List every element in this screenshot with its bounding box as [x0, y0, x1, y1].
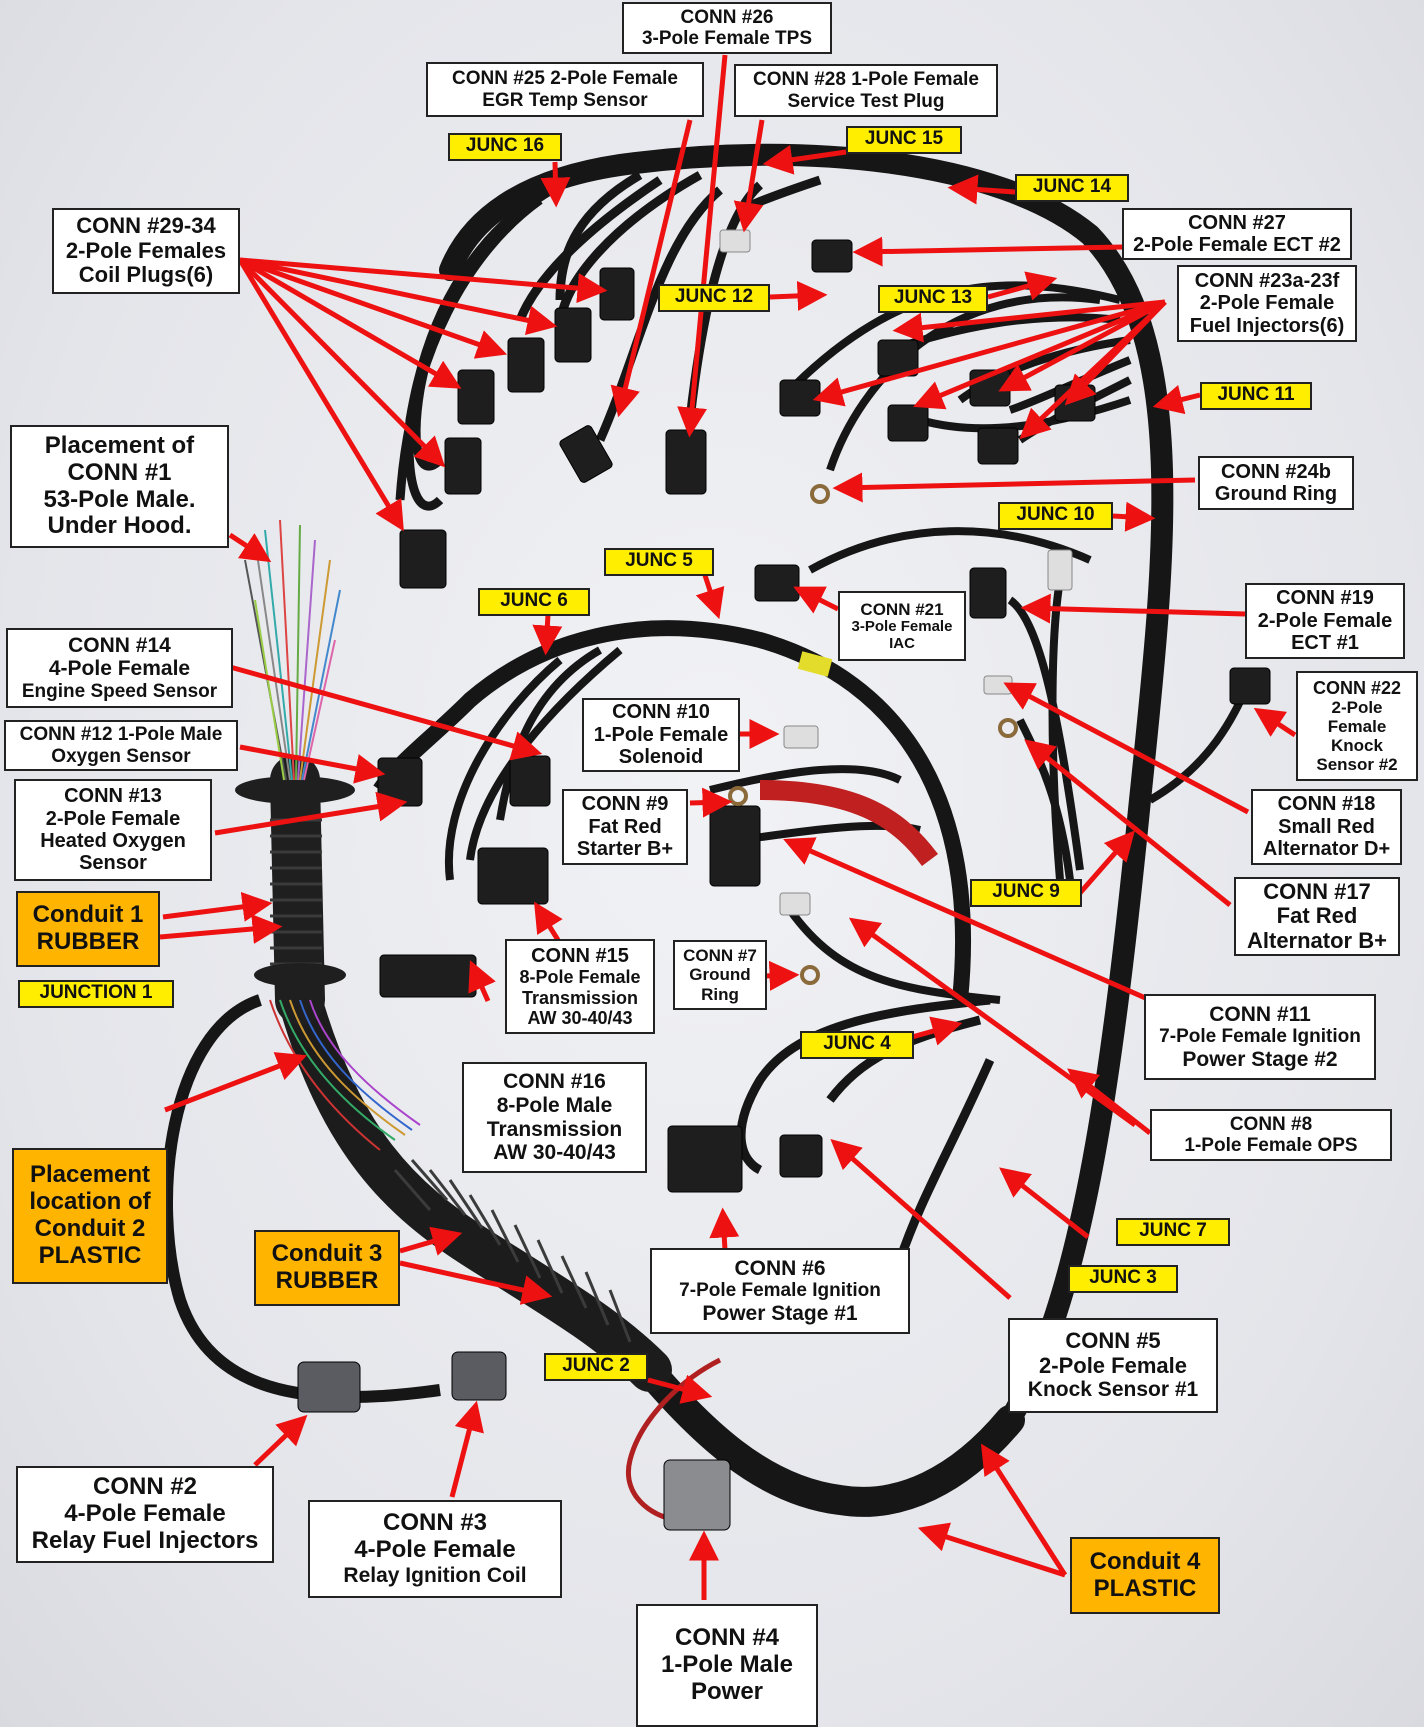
- junction-9: JUNC 9: [970, 879, 1082, 907]
- junction-10: JUNC 10: [998, 502, 1113, 530]
- junction-3: JUNC 3: [1068, 1265, 1178, 1293]
- junction-7: JUNC 7: [1116, 1218, 1230, 1246]
- junction-14: JUNC 14: [1015, 174, 1129, 202]
- junction-4: JUNC 4: [800, 1031, 914, 1059]
- junction-2: JUNC 2: [544, 1353, 648, 1381]
- junction-1: JUNCTION 1: [18, 980, 174, 1008]
- junction-12: JUNC 12: [658, 284, 770, 312]
- junction-6: JUNC 6: [478, 588, 590, 616]
- junction-13: JUNC 13: [878, 285, 988, 313]
- junction-1-wires: [269, 999, 421, 1151]
- junction-15: JUNC 15: [846, 126, 962, 154]
- junction-16: JUNC 16: [448, 133, 562, 161]
- fat-red-cable: [759, 780, 938, 867]
- pointer-arrows: [159, 54, 1297, 1600]
- conduit-3-ridges: [393, 1159, 632, 1343]
- conduit-1-flange: [235, 776, 355, 804]
- ring-terminals: [728, 484, 1018, 985]
- junction-5: JUNC 5: [604, 548, 714, 576]
- connector-bodies: [297, 239, 1271, 1531]
- small-white-connectors: [719, 229, 1073, 916]
- junction-11: JUNC 11: [1200, 382, 1312, 410]
- conn1-wire-fan: [244, 519, 341, 781]
